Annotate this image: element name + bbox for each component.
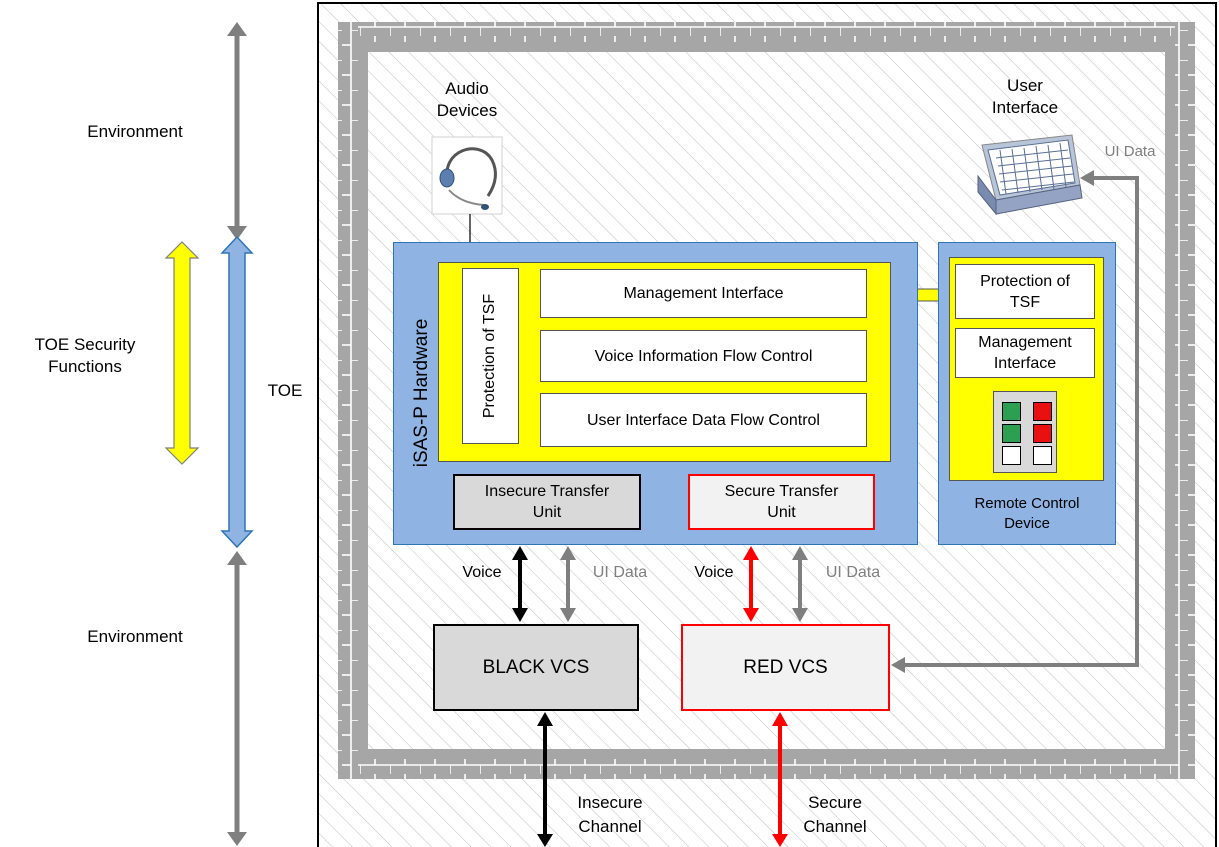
insecure-transfer-unit: Insecure Transfer Unit [453,474,641,530]
remote-button-3 [1002,424,1021,443]
remote-control-device-label: Remote Control Device [974,495,1080,532]
black-vcs-box: BLACK VCS [433,624,639,711]
remote-management-box: Management Interface [955,328,1095,378]
remote-protection-box: Protection of TSF [955,264,1095,319]
ui-data-label-left: UI Data [592,564,648,581]
ui-data-label-remote: UI Data [1104,143,1156,160]
protection-of-tsf-box [462,268,519,444]
ui-data-arrow-right [792,546,808,622]
environment-bottom-label: Environment [87,627,183,646]
secure-transfer-unit: Secure Transfer Unit [688,474,875,530]
voice-flow-control-box: Voice Information Flow Control [540,330,867,382]
environment-top-label: Environment [87,122,183,141]
voice-label-right: Voice [694,564,734,581]
voice-label-left: Voice [462,564,502,581]
ui-data-flow-control-box: User Interface Data Flow Control [540,393,867,447]
red-vcs-box: RED VCS [681,624,890,711]
remote-button-1 [1002,402,1021,421]
isas-p-hardware-title: iSAS-P Hardware [411,318,432,468]
tsf-arrow [164,241,200,465]
ui-data-link-remote [891,170,1139,673]
secure-channel-label: Secure Channel [803,793,867,836]
voice-arrow-red [743,546,759,622]
tsf-label: TOE Security Functions [34,335,136,376]
user-interface-label: User Interface [991,76,1059,117]
management-interface-box: Management Interface [540,269,867,318]
toe-label: TOE [267,381,303,400]
protection-of-tsf-label: Protection of TSF [481,293,498,419]
environment-top-arrow [227,22,247,240]
ui-data-arrow-left [560,546,576,622]
brick-wall [338,22,1195,779]
remote-button-4 [1033,424,1052,443]
remote-button-5 [1002,446,1021,465]
voice-arrow-black [512,546,528,622]
toe-arrow [220,235,254,549]
audio-devices-label: Audio Devices [436,79,498,120]
remote-button-6 [1033,446,1052,465]
remote-keypad [993,391,1057,473]
insecure-channel-arrow [537,712,553,847]
secure-channel-arrow [772,712,788,847]
ui-data-label-right: UI Data [825,564,881,581]
remote-button-2 [1033,402,1052,421]
insecure-channel-label: Insecure Channel [577,793,643,836]
headset-icon [431,136,503,215]
environment-bottom-arrow [227,551,247,846]
keypad-device-icon [977,134,1083,216]
